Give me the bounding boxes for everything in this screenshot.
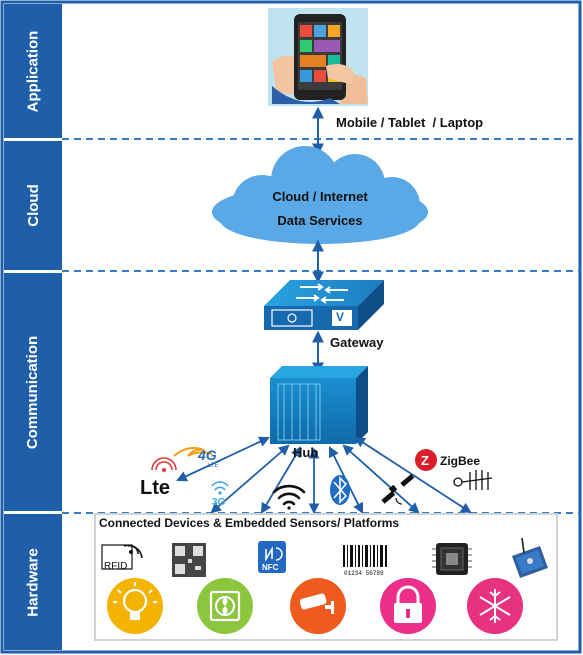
- zigbee-icon: Z ZigBee: [415, 449, 480, 471]
- satellite-icon: [381, 473, 415, 505]
- 4g-label: 4G: [197, 447, 217, 463]
- radio-antenna-icon: [453, 470, 493, 490]
- layer-label-communication-text: Communication: [24, 335, 42, 449]
- layer-label-hardware-text: Hardware: [24, 547, 42, 617]
- security-camera-icon: [290, 578, 346, 634]
- fan-icon: [197, 578, 253, 634]
- lock-icon: [380, 578, 436, 634]
- 4g-lte-small-label: LTE: [208, 463, 219, 469]
- barcode-icon: 01234 56789: [343, 545, 387, 577]
- lte-label: Lte: [140, 477, 170, 499]
- 3g-icon: 3G: [211, 481, 229, 508]
- microcontroller-icon: [432, 543, 472, 575]
- rfid-label: RFID: [104, 561, 127, 572]
- zigbee-z-letter: Z: [421, 453, 429, 468]
- nfc-label: NFC: [262, 563, 279, 572]
- hub-label: Hub: [293, 445, 319, 460]
- sidebar-communication: [4, 273, 62, 511]
- 3g-label: 3G: [212, 497, 226, 508]
- hub-device-arrows: [176, 436, 472, 515]
- 4g-icon: 4G LTE: [173, 447, 219, 469]
- barcode-digits: 01234 56789: [344, 570, 384, 577]
- nfc-icon: NFC: [258, 541, 286, 573]
- hardware-panel-title: Connected Devices & Embedded Sensors/ Pl…: [99, 516, 400, 530]
- cloud-label-line1: Cloud / Internet: [272, 189, 368, 204]
- gateway-switch-icon: [264, 280, 384, 330]
- qr-code-icon: [172, 543, 206, 577]
- xbee-module-icon: [512, 537, 548, 578]
- lte-icon: Lte: [140, 457, 177, 499]
- devices-caption: Mobile / Tablet / Laptop: [336, 115, 484, 130]
- phone-in-hand-image: [268, 8, 368, 106]
- zigbee-label: ZigBee: [440, 454, 480, 468]
- wifi-icon: [272, 484, 306, 510]
- sidebar-application: [4, 4, 62, 138]
- layer-label-cloud-text: Cloud: [24, 184, 42, 227]
- cloud-icon: [212, 146, 428, 244]
- sidebar-cloud: [4, 141, 62, 270]
- hub-icon: [270, 366, 368, 444]
- cloud-label-line2: Data Services: [277, 213, 363, 228]
- layer-label-application: Application: [4, 4, 62, 138]
- gateway-badge: V: [336, 310, 345, 324]
- layer-label-application-text: Application: [24, 30, 42, 112]
- light-bulb-icon: [107, 578, 163, 634]
- sidebar-hardware: [4, 514, 62, 650]
- layer-label-hardware: Hardware: [4, 514, 62, 650]
- gateway-label: Gateway: [330, 335, 384, 350]
- snowflake-icon: [467, 578, 523, 634]
- layer-label-communication: Communication: [4, 273, 62, 511]
- bluetooth-icon: [330, 475, 350, 505]
- layer-label-cloud: Cloud: [4, 141, 62, 270]
- rfid-icon: RFID: [101, 544, 143, 572]
